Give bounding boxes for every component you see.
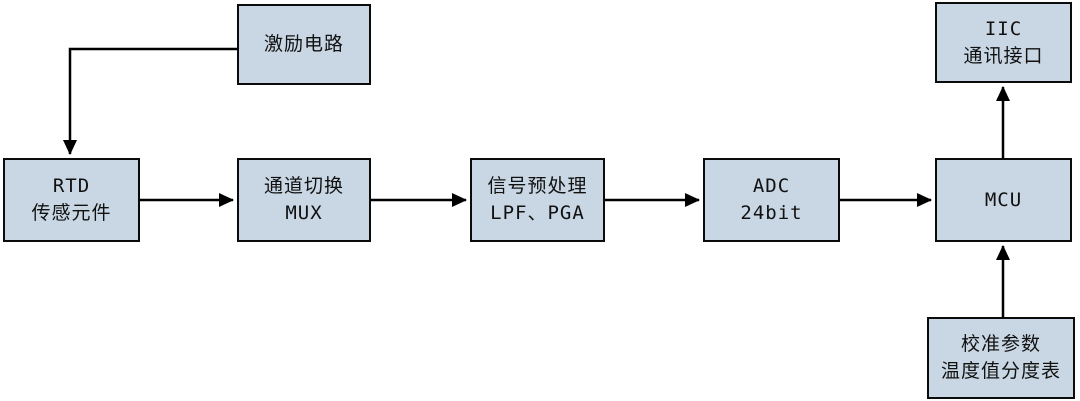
node-mcu: MCU [935,158,1072,242]
node-calibration-table: 校准参数 温度值分度表 [927,317,1075,399]
node-calibration-line2: 温度值分度表 [940,360,1061,382]
node-mux-line2: MUX [285,202,323,224]
node-preprocess-line1: 信号预处理 [487,175,588,197]
node-mcu-label: MCU [984,188,1023,211]
node-signal-preprocessing: 信号预处理 LPF、PGA [470,158,605,242]
node-calibration-line1: 校准参数 [960,333,1041,355]
node-rtd-sensor: RTD 传感元件 [3,158,140,242]
node-rtd-line1: RTD [52,175,91,197]
node-mux-line1: 通道切换 [263,175,344,197]
node-adc-line2: 24bit [740,202,803,224]
node-adc-24bit: ADC 24bit [703,158,840,242]
node-adc-line1: ADC [752,175,791,197]
node-rtd-line2: 传感元件 [31,202,112,224]
node-iic-line1: IIC [984,17,1023,40]
node-preprocess-line2: LPF、PGA [490,202,585,224]
node-excitation-label: 激励电路 [263,33,344,55]
node-channel-mux: 通道切换 MUX [237,158,371,242]
node-iic-interface: IIC 通讯接口 [935,2,1072,83]
node-excitation-circuit: 激励电路 [237,4,371,85]
node-iic-line2: 通讯接口 [963,44,1044,67]
arrow-excitation-to-rtd [63,47,237,155]
